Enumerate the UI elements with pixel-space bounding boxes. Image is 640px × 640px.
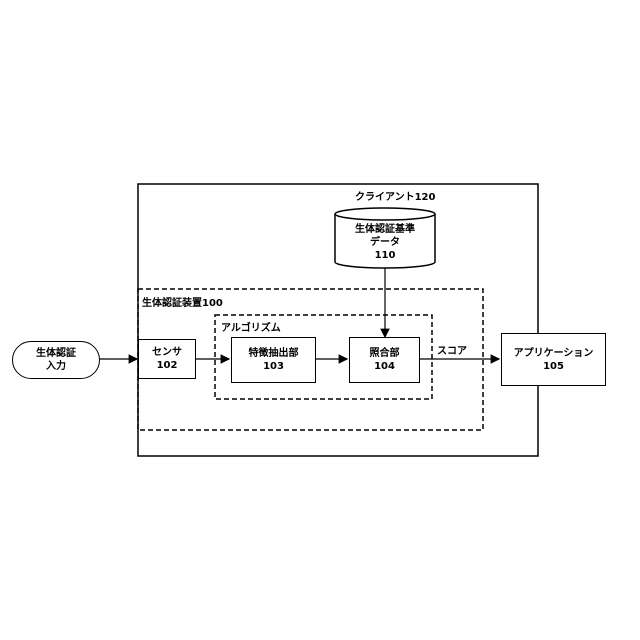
feature-extractor-node: 特徴抽出部 103 [231, 337, 316, 383]
reference-line3: 110 [375, 249, 396, 262]
device-label: 生体認証装置100 [142, 294, 223, 309]
sensor-node: センサ 102 [138, 339, 196, 379]
sensor-line1: センサ [152, 346, 182, 359]
algorithm-label: アルゴリズム [221, 319, 281, 334]
client-label: クライアント120 [355, 188, 435, 203]
application-node: アプリケーション 105 [501, 333, 606, 386]
input-line2: 入力 [46, 360, 66, 373]
app-line2: 105 [543, 360, 564, 373]
matcher-line1: 照合部 [370, 347, 400, 360]
reference-line2: データ [370, 236, 400, 249]
input-line1: 生体認証 [36, 347, 76, 360]
feature-line1: 特徴抽出部 [249, 347, 299, 360]
matcher-node: 照合部 104 [349, 337, 420, 383]
reference-line1: 生体認証基準 [355, 223, 415, 236]
biometric-input-node: 生体認証 入力 [12, 341, 100, 379]
score-label: スコア [437, 342, 467, 357]
matcher-line2: 104 [374, 360, 395, 373]
sensor-line2: 102 [157, 359, 178, 372]
app-line1: アプリケーション [514, 347, 594, 360]
reference-data-label: 生体認証基準 データ 110 [335, 222, 435, 262]
feature-line2: 103 [263, 360, 284, 373]
